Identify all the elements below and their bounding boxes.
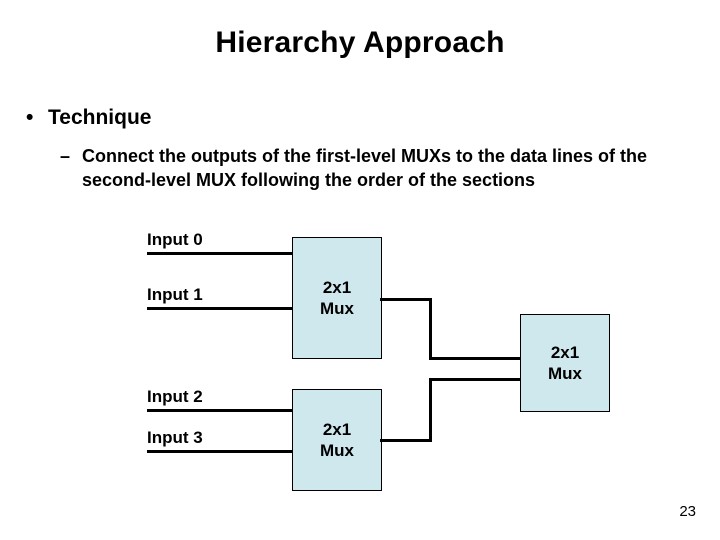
page-title: Hierarchy Approach	[215, 26, 505, 59]
hierarchy-mux-diagram: Input 0 Input 1 Input 2 Input 3 2x1 Mux …	[0, 220, 720, 491]
input-label-1: Input 1	[147, 285, 203, 304]
mux-label-line2: Mux	[320, 299, 354, 318]
bullet-level-1: • Technique	[26, 106, 151, 130]
wire-input-3	[147, 450, 293, 453]
mux-box-first-level-bottom: 2x1 Mux	[292, 389, 382, 491]
mux-label-line1: 2x1	[322, 278, 352, 297]
mux-box-first-level-top: 2x1 Mux	[292, 237, 382, 359]
input-label-2: Input 2	[147, 387, 203, 406]
input-label-0: Input 0	[147, 230, 203, 249]
mux-box-second-level: 2x1 Mux	[520, 314, 610, 412]
bullet-level-2-label: Connect the outputs of the first-level M…	[82, 146, 648, 190]
mux-label-line2: Mux	[548, 364, 582, 383]
bullet-dot-icon: •	[26, 106, 34, 129]
wire-mux-top-out-h1	[380, 298, 432, 301]
mux-label-line1: 2x1	[322, 420, 352, 439]
wire-mux-bottom-out-h2	[429, 378, 521, 381]
bullet-dash-icon: –	[60, 146, 71, 166]
wire-mux-top-out-v	[429, 298, 432, 360]
bullet-level-1-label: Technique	[48, 106, 152, 129]
input-label-3: Input 3	[147, 428, 203, 447]
mux-label-line1: 2x1	[550, 343, 580, 362]
wire-input-1	[147, 307, 293, 310]
bullet-level-2: – Connect the outputs of the first-level…	[60, 144, 660, 192]
wire-input-0	[147, 252, 293, 255]
page-number: 23	[679, 503, 696, 520]
wire-mux-bottom-out-v	[429, 378, 432, 442]
wire-mux-bottom-out-h1	[380, 439, 432, 442]
wire-input-2	[147, 409, 293, 412]
wire-mux-top-out-h2	[429, 357, 521, 360]
mux-label-line2: Mux	[320, 441, 354, 460]
